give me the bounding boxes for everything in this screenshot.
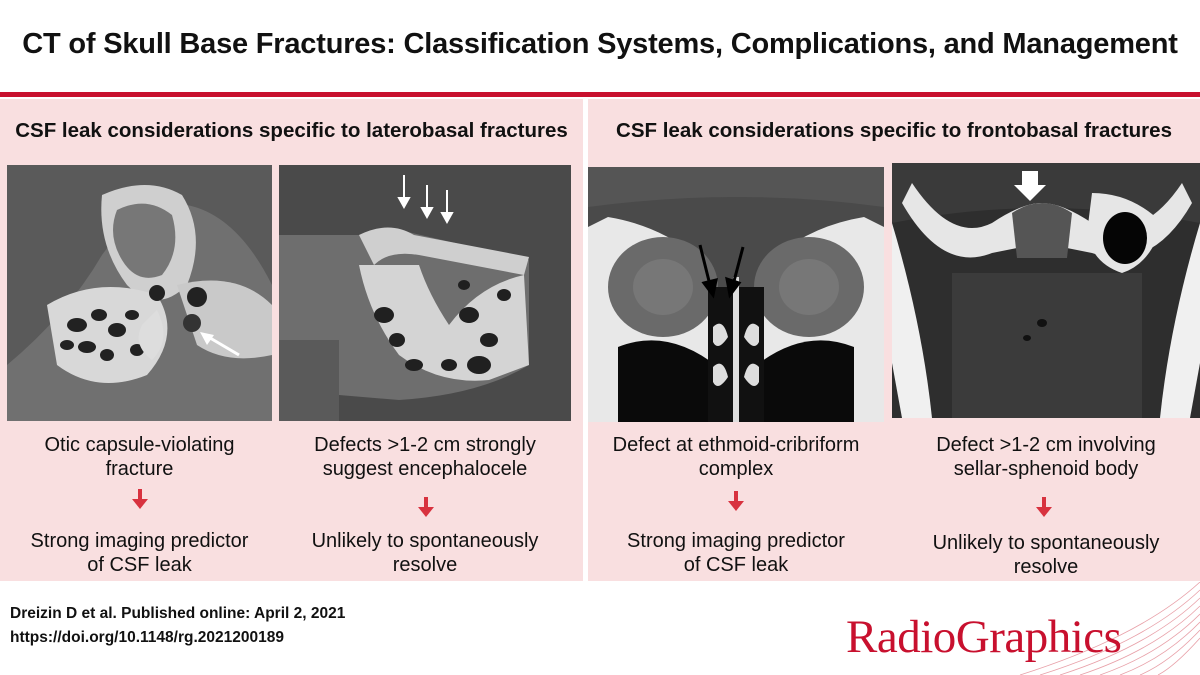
citation-doi-link[interactable]: https://doi.org/10.1148/rg.2021200189 <box>10 629 284 646</box>
decorative-corner-lines <box>1019 582 1200 675</box>
frontobasal-outcome-2: Unlikely to spontaneously resolve <box>932 532 1160 578</box>
ct-image-encephalocele <box>279 165 571 421</box>
frontobasal-outcome-1: Strong imaging predictor of CSF leak <box>627 530 845 576</box>
ct-image-ethmoid-cribriform <box>588 167 884 422</box>
ct-image-sellar-sphenoid <box>892 163 1200 418</box>
radiographics-logo: RadioGraphics <box>846 611 1122 663</box>
frontobasal-finding-2: Defect >1-2 cm involving sellar-sphenoid… <box>936 434 1156 480</box>
page-title: CT of Skull Base Fractures: Classificati… <box>22 28 1178 60</box>
frontobasal-panel: CSF leak considerations specific to fron… <box>588 99 1200 581</box>
ct-image-otic-capsule <box>7 165 272 421</box>
laterobasal-finding-2: Defects >1-2 cm strongly suggest encepha… <box>314 434 536 480</box>
laterobasal-panel: CSF leak considerations specific to late… <box>0 99 583 581</box>
citation-author-date: Dreizin D et al. Published online: April… <box>10 605 346 622</box>
laterobasal-outcome-1: Strong imaging predictor of CSF leak <box>30 530 249 576</box>
title-divider <box>0 92 1200 97</box>
frontobasal-finding-1: Defect at ethmoid-cribriform complex <box>612 434 860 480</box>
laterobasal-finding-1: Otic capsule-violating fracture <box>44 434 235 480</box>
laterobasal-heading: CSF leak considerations specific to late… <box>15 119 568 142</box>
laterobasal-outcome-2: Unlikely to spontaneously resolve <box>311 530 539 576</box>
citation: Dreizin D et al. Published online: April… <box>10 602 345 650</box>
frontobasal-heading: CSF leak considerations specific to fron… <box>616 119 1172 142</box>
